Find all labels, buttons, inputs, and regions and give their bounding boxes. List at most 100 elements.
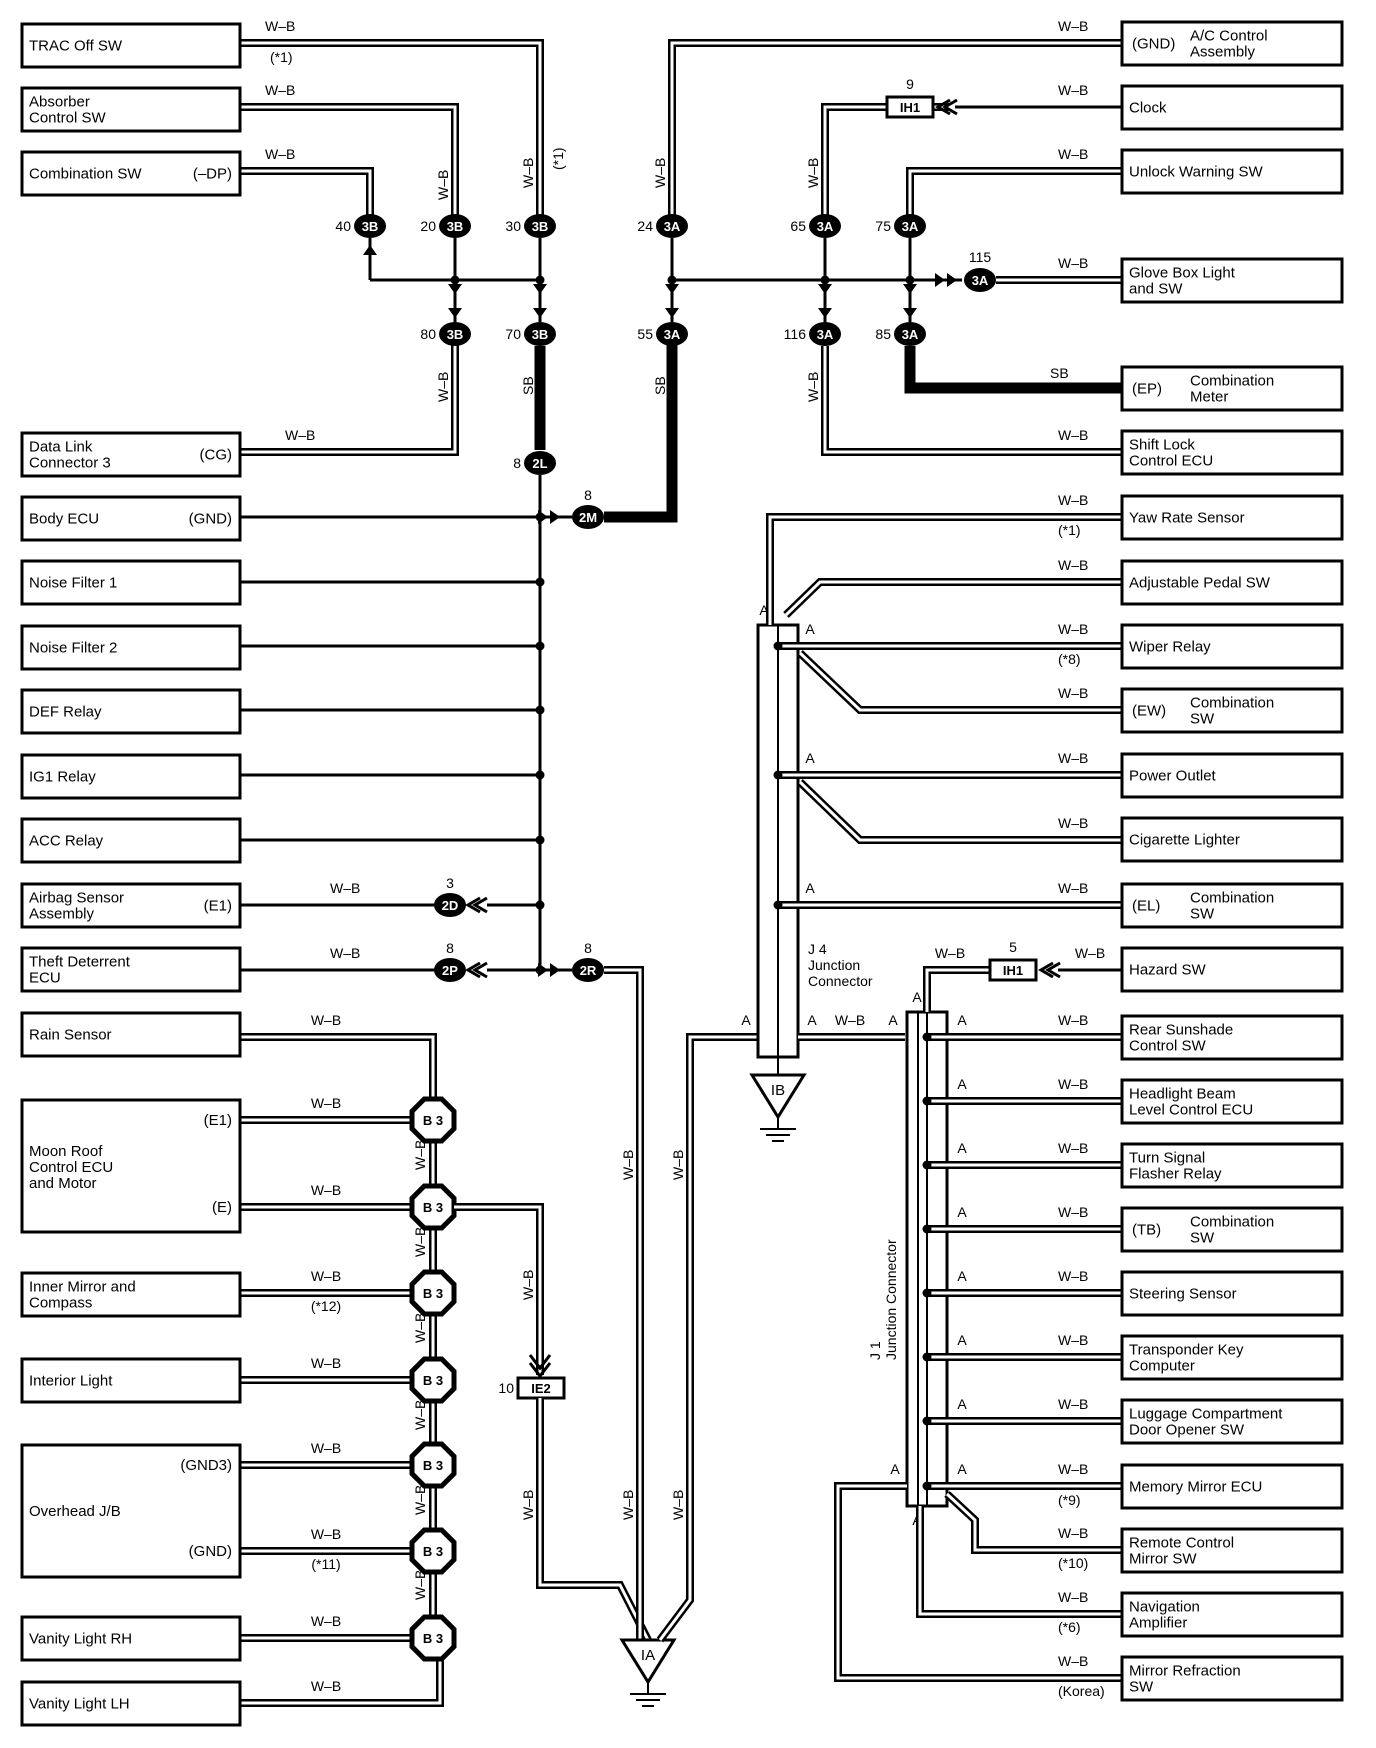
- component-box: [1120, 882, 1344, 929]
- wire-color-label: W–B: [1058, 82, 1088, 98]
- wire-color-label: W–B: [412, 1570, 428, 1600]
- connector-id: 3A: [817, 327, 834, 342]
- ground-triangle: [619, 1638, 677, 1685]
- connector-2p: [434, 958, 466, 982]
- component-box: [20, 753, 242, 800]
- pin-label: A: [957, 1012, 967, 1028]
- component-box: [1120, 1463, 1344, 1510]
- component-label: Overhead J/B: [29, 1503, 121, 1520]
- connector-id: 3B: [447, 219, 464, 234]
- pin-number: 116: [784, 326, 807, 342]
- pin-number: 65: [790, 218, 806, 234]
- wire-color-label: W–B: [1058, 750, 1088, 766]
- wire-color-label: W–B: [835, 1012, 865, 1028]
- component-label: Combination: [1190, 1214, 1274, 1231]
- connector-id: 2R: [580, 963, 597, 978]
- wire-j4-ground: [656, 1033, 760, 1643]
- pin-number: 10: [498, 1380, 514, 1396]
- wire-color-label: W–B: [435, 170, 451, 200]
- wire-color-label: W–B: [1058, 1589, 1088, 1605]
- connector-id: B 3: [423, 1200, 443, 1215]
- component-label: Absorber: [29, 94, 90, 111]
- pin-label: (EL): [1132, 898, 1160, 915]
- wire-color-label: W–B: [1058, 255, 1088, 271]
- pin-label: A: [741, 1012, 751, 1028]
- pin-label: (E1): [204, 1112, 232, 1129]
- component-box: [1120, 623, 1344, 670]
- arrow-icon: [903, 308, 917, 318]
- component-box: [1120, 365, 1344, 412]
- b3-connector: [409, 1356, 457, 1404]
- note-label: (*11): [311, 1556, 340, 1572]
- pin-label: A: [957, 1140, 967, 1156]
- wire-color-label: SB: [1050, 365, 1069, 381]
- wire-color-label: W–B: [935, 945, 965, 961]
- wire-core: [658, 1035, 760, 1641]
- pin-label: A: [957, 1332, 967, 1348]
- pin-label: A: [957, 1461, 967, 1477]
- component-label: Control SW: [29, 110, 107, 127]
- connector-2d: [434, 893, 466, 917]
- pin-label: (GND): [189, 511, 232, 528]
- arrow-icon: [665, 308, 679, 318]
- pin-number: 75: [875, 218, 891, 234]
- wire-dlc3: [240, 334, 459, 456]
- wire-color-label: SB: [652, 376, 668, 395]
- connector-2l: [524, 451, 556, 475]
- connector-3a: [894, 214, 926, 238]
- arrow-icon: [665, 284, 679, 294]
- wire-2r-ground: [604, 966, 644, 1640]
- connector-2m: [572, 505, 604, 529]
- wire-cigarette-lighter: [797, 779, 1122, 844]
- component-label: Rain Sensor: [29, 1027, 112, 1044]
- component-label: Inner Mirror and: [29, 1279, 136, 1296]
- component-label: Combination: [1190, 695, 1274, 712]
- pin-number: 24: [637, 218, 653, 234]
- wire-color-label: W–B: [1075, 945, 1105, 961]
- component-box: [1120, 752, 1344, 799]
- component-label: Shift Lock: [1129, 437, 1195, 454]
- component-label: Computer: [1129, 1358, 1195, 1375]
- wire-color-label: W–B: [1058, 1332, 1088, 1348]
- splice-point: [535, 641, 545, 651]
- connector-3b: [439, 322, 471, 346]
- wire-color-label: W–B: [1058, 1076, 1088, 1092]
- component-label: Clock: [1129, 100, 1167, 117]
- component-label: SW: [1190, 1230, 1215, 1247]
- pin-label: (CG): [200, 447, 233, 464]
- connector-id: 3B: [447, 327, 464, 342]
- splice-point: [773, 770, 783, 780]
- wire-core: [240, 1035, 435, 1120]
- component-box: [1120, 1655, 1344, 1702]
- connector-id: B 3: [423, 1286, 443, 1301]
- connector-id: 3A: [664, 327, 681, 342]
- pin-label: A: [807, 1012, 817, 1028]
- wire-core: [240, 105, 457, 226]
- note-label: (*9): [1058, 1492, 1081, 1508]
- b3-connector: [409, 1527, 457, 1575]
- connector-id: IE2: [531, 1381, 551, 1396]
- wire-core: [798, 651, 1122, 712]
- wire-color-label: W–B: [520, 1270, 536, 1300]
- wire-color-label: W–B: [311, 1182, 341, 1198]
- b3-connector: [409, 1269, 457, 1317]
- component-box: [20, 882, 242, 929]
- component-label: Connector 3: [29, 455, 111, 472]
- component-box: [1120, 1142, 1344, 1189]
- wire-core: [538, 1398, 650, 1641]
- connector-3a: [656, 322, 688, 346]
- wire-color-label: W–B: [311, 1613, 341, 1629]
- arrow-icon: [538, 510, 548, 524]
- pin-label: A: [890, 1461, 900, 1477]
- component-label: Steering Sensor: [1129, 1286, 1237, 1303]
- arrow-icon: [448, 284, 462, 294]
- wire-core: [768, 515, 1122, 625]
- wire-color-label: W–B: [1058, 1653, 1088, 1669]
- arrow-icon: [935, 98, 958, 116]
- wire-sb: [604, 334, 678, 523]
- wire-color-label: W–B: [1058, 427, 1088, 443]
- connector-3a: [964, 268, 996, 292]
- component-label: Adjustable Pedal SW: [1129, 575, 1271, 592]
- wire-color-label: W–B: [412, 1400, 428, 1430]
- wire-color-label: W–B: [1058, 880, 1088, 896]
